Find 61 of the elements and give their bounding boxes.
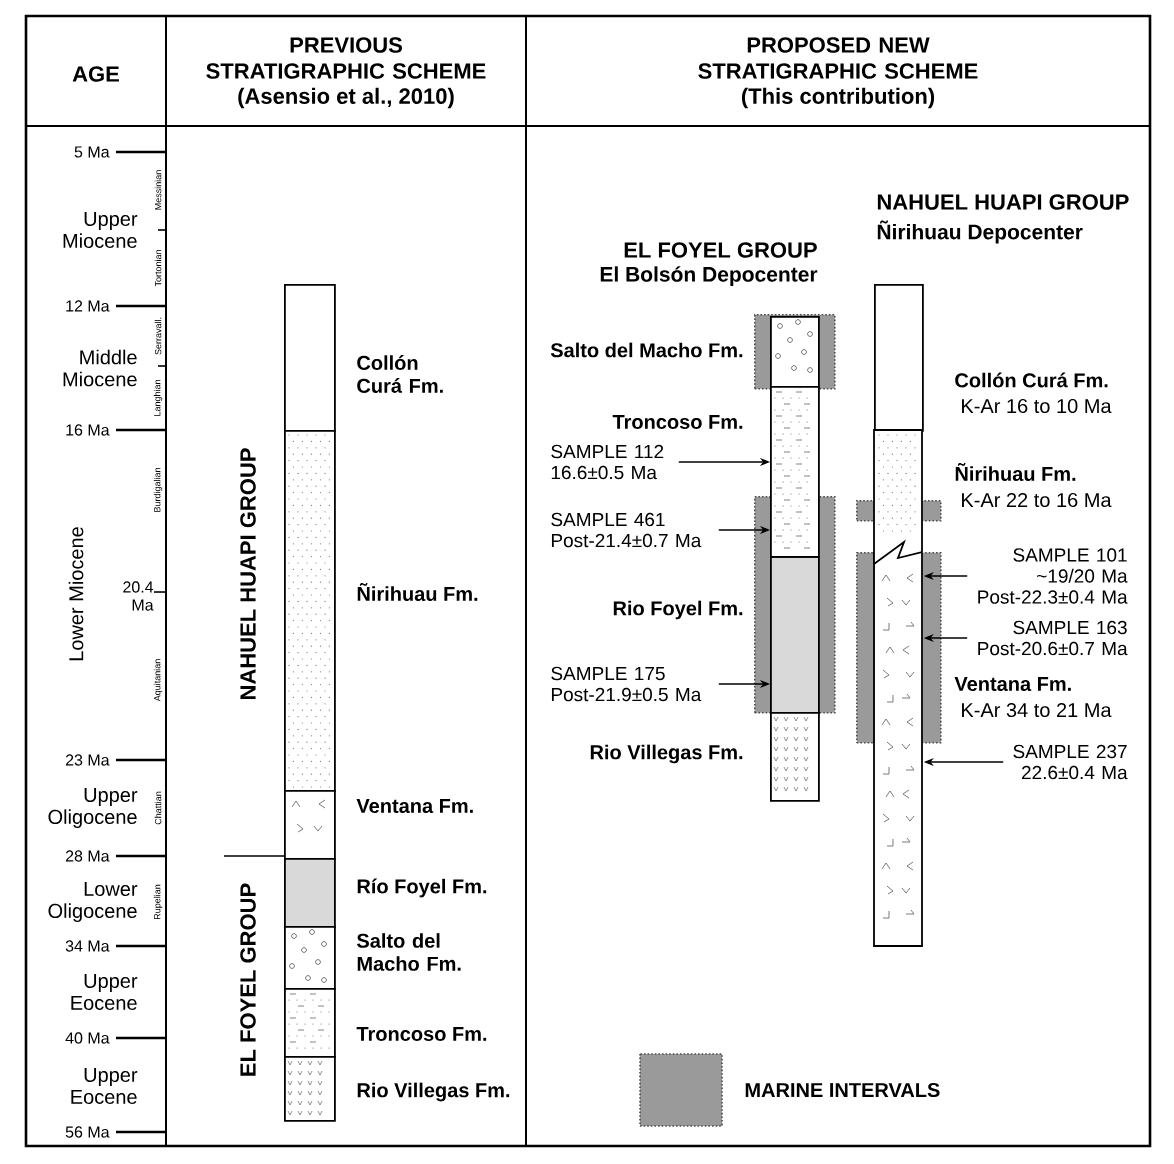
- column-heading: AGE: [72, 66, 119, 82]
- epoch-label: Upper Eocene: [71, 1068, 138, 1104]
- column-segment: [284, 858, 336, 928]
- formation-label: Rio Foyel Fm.: [613, 600, 743, 620]
- sample-label: SAMPLE 112 16.6±0.5 Ma: [551, 444, 664, 480]
- epoch-label: Lower Oligocene: [48, 882, 138, 922]
- age-label: 28 Ma: [65, 850, 110, 862]
- formation-label: Ventana Fm.: [356, 799, 473, 813]
- age-label: 20.4 Ma: [123, 581, 154, 611]
- epoch-label: Middle Miocene: [63, 349, 137, 387]
- age-label: 5 Ma: [74, 146, 110, 158]
- sample-label: SAMPLE 163 Post-20.6±0.7 Ma: [978, 620, 1128, 656]
- age-label: 34 Ma: [65, 940, 110, 952]
- column-segment: [284, 926, 336, 990]
- sample-label: SAMPLE 175 Post-21.9±0.5 Ma: [551, 666, 702, 702]
- age-label: 23 Ma: [65, 754, 110, 766]
- depocenter-heading: Ñirihuau Depocenter: [877, 220, 1083, 244]
- age-label: 16 Ma: [66, 424, 110, 436]
- column-segment: [770, 712, 820, 802]
- sample-label: SAMPLE 461 Post-21.4±0.7 Ma: [551, 512, 702, 548]
- age-label: 56 Ma: [65, 1126, 110, 1138]
- column-segment: [284, 1056, 336, 1122]
- formation-label: Salto del Macho Fm.: [550, 342, 743, 358]
- age-label: 12 Ma: [66, 300, 110, 312]
- formation-label: Collón Curá Fm.: [357, 355, 443, 393]
- formation-label: Río Foyel Fm.: [357, 878, 487, 898]
- formation-label: Rio Villegas Fm.: [590, 744, 743, 764]
- group-label: EL FOYEL GROUP: [240, 883, 256, 1076]
- formation-label: Salto del Macho Fm.: [356, 933, 461, 971]
- column-segment: [770, 316, 820, 388]
- column-heading: PREVIOUS STRATIGRAPHIC SCHEME: [206, 37, 486, 79]
- column-heading: (Asensio et al., 2010): [238, 87, 454, 109]
- epoch-label: Upper Oligocene: [48, 788, 138, 828]
- age-range-label: K-Ar 22 to 16 Ma: [962, 492, 1112, 508]
- age-range-label: K-Ar 16 to 10 Ma: [962, 398, 1112, 414]
- epoch-label: Lower Miocene: [68, 527, 84, 661]
- formation-label: Rio Villegas Fm.: [357, 1082, 510, 1102]
- column-segment: [284, 790, 336, 860]
- group-label: NAHUEL HUAPI GROUP: [240, 448, 256, 700]
- column-segment: [284, 988, 336, 1058]
- column-heading: (This contribution): [741, 87, 935, 109]
- formation-label: Ñirihuau Fm.: [357, 583, 478, 601]
- epoch-label: Upper Eocene: [71, 974, 138, 1010]
- depocenter-heading: El Bolsón Depocenter: [600, 266, 818, 286]
- formation-label: Troncoso Fm.: [356, 1027, 487, 1041]
- group-heading: NAHUEL HUAPI GROUP: [877, 194, 1129, 210]
- column-segment: [770, 556, 820, 714]
- group-heading: EL FOYEL GROUP: [624, 242, 817, 258]
- formation-label: Ñirihuau Fm.: [955, 463, 1076, 481]
- age-range-label: K-Ar 34 to 21 Ma: [962, 702, 1112, 718]
- column-segment: [284, 284, 336, 432]
- age-label: 40 Ma: [65, 1032, 110, 1044]
- formation-label: Troncoso Fm.: [612, 415, 743, 429]
- formation-label: Ventana Fm.: [954, 677, 1071, 691]
- sample-label: SAMPLE 237 22.6±0.4 Ma: [1013, 744, 1128, 780]
- sample-label: SAMPLE 101 ~19/20 Ma Post-22.3±0.4 Ma: [978, 548, 1128, 604]
- formation-label: Collón Curá Fm.: [955, 372, 1108, 388]
- epoch-label: Upper Miocene: [63, 212, 138, 248]
- column-heading: PROPOSED NEW STRATIGRAPHIC SCHEME: [698, 37, 978, 79]
- legend-label: MARINE INTERVALS: [745, 1082, 940, 1098]
- column-segment: [874, 284, 924, 432]
